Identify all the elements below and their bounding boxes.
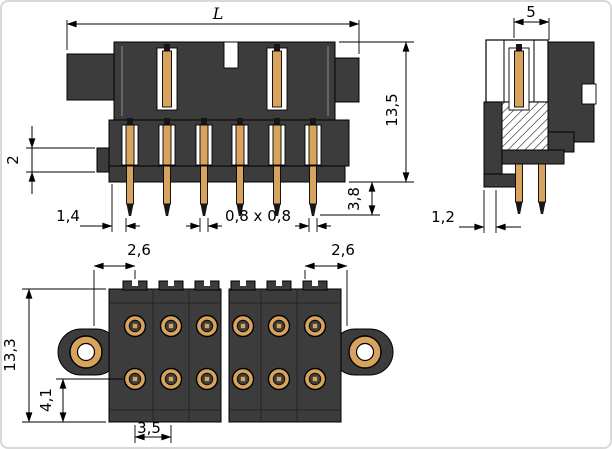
dim-label-2-6-left: 2,6 [127,241,151,259]
contact [231,314,255,338]
latch-bump [194,280,220,291]
side-view [66,41,360,217]
body-segment [483,173,521,188]
dimension-1-4: 1,4 [56,184,140,232]
contact [303,314,327,338]
pin [231,117,249,166]
housing-notch [581,83,597,105]
dim-label-1-2: 1,2 [431,208,455,226]
contact [195,314,219,338]
dimension-L: L [66,4,360,54]
body-segment [547,131,575,153]
pin [304,117,322,166]
pin [163,165,171,217]
dim-label-1-4: 1,4 [56,207,80,225]
pin [200,165,208,217]
contact [195,367,219,391]
latch-bump [230,280,256,291]
dimension-2-6-left: 2,6 [93,241,151,326]
latch-bump [302,280,328,291]
dim-label-5: 5 [526,3,536,21]
dim-label-4-1: 4,1 [37,388,55,412]
dim-label-13-5: 13,5 [383,93,401,126]
dimension-5: 5 [513,3,550,40]
pin [195,117,213,166]
pin [309,165,317,217]
pin [121,117,139,166]
contact [159,367,183,391]
latch-bump [266,280,292,291]
dimensions: L 13,5 2 1,4 [2,3,550,443]
contact [231,367,255,391]
dim-label-3-8: 3,8 [345,187,363,211]
dimension-3-5: 3,5 [134,419,172,443]
end-view [483,39,597,215]
contact [123,314,147,338]
body-segment [501,149,565,165]
dimension-2-6-right: 2,6 [304,241,355,326]
contact [267,314,291,338]
body-segment [228,288,342,423]
body-segment [334,57,360,103]
dim-label-13-3: 13,3 [2,338,19,371]
body-segment [66,53,115,101]
dim-label-L: L [212,4,224,23]
pin [538,163,546,215]
contact [267,367,291,391]
pin [266,43,288,111]
dim-label-3-5: 3,5 [137,419,161,437]
dimension-3-8: 3,8 [320,181,380,216]
dimension-2: 2 [4,126,95,194]
mounting-hole [76,342,96,362]
dimension-1-2: 1,2 [431,190,521,233]
dim-label-0-8x0-8: 0,8 x 0,8 [225,207,291,225]
dimension-13-3: 13,3 [2,288,106,423]
pin [126,165,134,217]
pin [158,117,176,166]
pin [156,43,178,111]
housing-notch [223,41,239,69]
latch-bump [122,280,148,291]
pin [515,163,523,215]
contact [123,367,147,391]
dim-label-2-6-right: 2,6 [331,241,355,259]
pin [508,43,530,111]
dimension-4-1: 4,1 [37,378,123,423]
dimension-0-8x0-8: 0,8 x 0,8 [186,207,331,232]
latch-bump [158,280,184,291]
mounting-hole [355,342,375,362]
dim-label-2: 2 [4,155,22,165]
pin [268,117,286,166]
dimension-13-5: 13,5 [339,41,414,183]
contact [159,314,183,338]
contact [303,367,327,391]
front-view [57,280,394,423]
body-segment [108,288,222,423]
